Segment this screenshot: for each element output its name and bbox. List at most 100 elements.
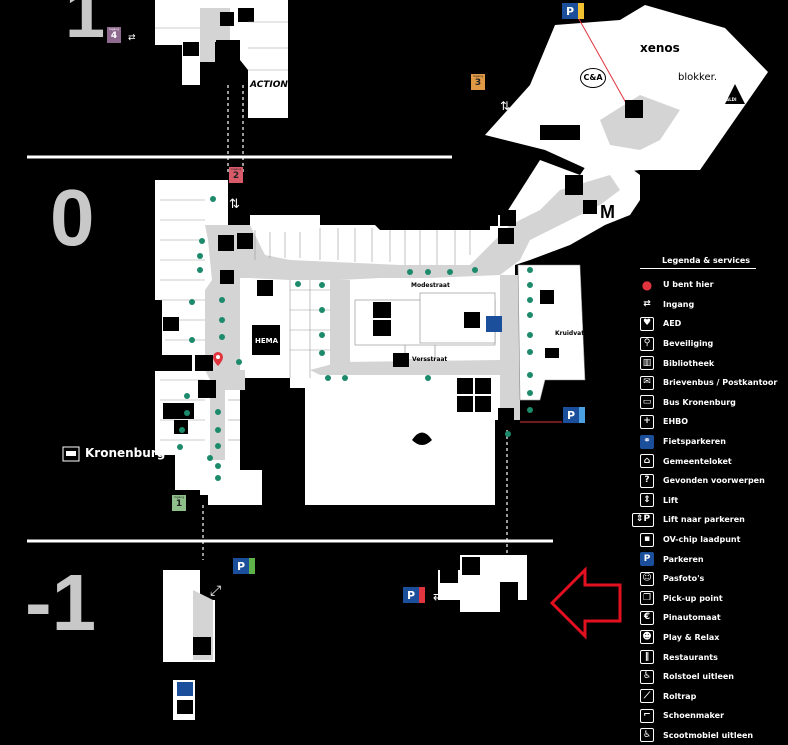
legend-item[interactable]: € Pinautomaat — [640, 608, 788, 628]
parking-badge-basement-west[interactable]: P — [233, 558, 255, 574]
atm-icon: € — [640, 610, 654, 625]
legend-label: Bus Kronenburg — [663, 397, 736, 407]
legend-label: Lift — [663, 495, 679, 505]
legend-item[interactable]: ⌂ Gemeenteloket — [640, 451, 788, 471]
legend-label: Pasfoto's — [663, 574, 705, 584]
legend-item[interactable]: ‖ Restaurants — [640, 647, 788, 667]
legend-item[interactable]: ⌐ Schoenmaker — [640, 706, 788, 726]
entrance-arrows-icon: ⇄ — [640, 297, 654, 312]
floor-1-east-wing: ⇅ — [485, 5, 768, 175]
legend-item[interactable]: ⚭Fietsparkeren — [640, 432, 788, 452]
bus-icon: ▭ — [640, 395, 654, 410]
legend-label: Bibliotheek — [663, 358, 715, 368]
floor-label-1: 1 — [65, 0, 106, 53]
aldi-logo — [725, 84, 745, 104]
legend-item[interactable]: ♿ Rolstoel uitleen — [640, 667, 788, 687]
parking-badge-north[interactable]: P — [562, 3, 584, 19]
legend-label: Gemeenteloket — [663, 456, 732, 466]
svg-text:⤢: ⤢ — [210, 583, 221, 599]
wheelchair-rental-icon: ♿ — [640, 669, 654, 684]
store-ca[interactable]: C&A — [580, 68, 606, 88]
floor-minus-1-plan: ⤢ ⇄ — [163, 555, 527, 720]
parking-badge-basement-east[interactable]: P — [403, 587, 425, 603]
legend-item[interactable]: + EHBO — [640, 412, 788, 432]
svg-text:⇄: ⇄ — [433, 589, 443, 603]
parking-icon: P — [562, 3, 578, 19]
legend-item[interactable]: ⇄ Ingang — [640, 295, 788, 315]
legend-label: Play & Relax — [663, 632, 720, 642]
store-action[interactable]: ACTION — [250, 80, 288, 90]
legend-label: EHBO — [663, 417, 689, 427]
parking-badge-east[interactable]: P — [563, 407, 585, 423]
legend-label: Rolstoel uitleen — [663, 672, 734, 682]
legend-label: Pinautomaat — [663, 613, 721, 623]
store-hm[interactable]: H&M — [550, 250, 588, 266]
legend-label: Restaurants — [663, 652, 718, 662]
legend-label: Scootmobiel uitleen — [663, 730, 754, 740]
store-hema[interactable]: HEMA — [255, 337, 279, 345]
store-blokker[interactable]: blokker. — [678, 72, 717, 83]
scooter-rental-icon: ♿ — [640, 728, 654, 743]
legend-label: AED — [663, 319, 682, 329]
library-icon: ▥ — [640, 356, 654, 371]
svg-text:⇅: ⇅ — [229, 197, 240, 212]
store-aldi[interactable]: ALDI — [726, 97, 737, 102]
legend-item[interactable]: ? Gevonden voorwerpen — [640, 471, 788, 491]
legend-label: Beveiliging — [663, 339, 714, 349]
legend-label: Gevonden voorwerpen — [663, 476, 765, 486]
entrance-caption: Ingang — [173, 495, 185, 499]
entrance-caption: Ingang — [472, 74, 484, 78]
legend-label: Ingang — [663, 299, 695, 309]
svg-text:⇅: ⇅ — [183, 477, 194, 492]
parking-icon: P — [403, 587, 419, 603]
aed-heart-icon: ♥ — [640, 316, 654, 331]
legend-item[interactable]: ▥ Bibliotheek — [640, 353, 788, 373]
parking-icon: P — [640, 552, 654, 567]
legend-label: Pick-up point — [663, 593, 723, 603]
restaurant-icon: ‖ — [640, 650, 654, 665]
legend-item[interactable]: ✉Brievenbus / Postkantoor — [640, 373, 788, 393]
albert-heijn-logo — [412, 432, 432, 445]
legend-item[interactable]: ▭ Bus Kronenburg — [640, 393, 788, 413]
kronenburg-bus-label[interactable]: Kronenburg — [85, 446, 166, 460]
legend-label: Schoenmaker — [663, 711, 725, 721]
shoemaker-icon: ⌐ — [640, 708, 654, 723]
entrance-number: 4 — [110, 31, 118, 41]
legend-item[interactable]: ♥ AED — [640, 314, 788, 334]
legend-item[interactable]: ☻Play & Relax — [640, 628, 788, 648]
elevator-icon: ⇕ — [640, 493, 654, 508]
lost-found-icon: ? — [640, 473, 654, 488]
mcdonalds-logo[interactable]: M — [600, 202, 615, 222]
store-kruidvat[interactable]: Kruidvat — [555, 330, 585, 337]
street-modestraat: Modestraat — [411, 282, 450, 289]
floor-1-plan: ⇄ — [128, 0, 288, 175]
legend-item[interactable]: ⇕ Lift — [640, 491, 788, 511]
legend-item[interactable]: ● U bent hier — [640, 275, 788, 295]
legend-title: Legenda & services — [640, 256, 756, 269]
legend-item[interactable]: ⚲Beveiliging — [640, 334, 788, 354]
legend-item[interactable]: ▪OV-chip laadpunt — [640, 530, 788, 550]
legend-item[interactable]: ♿ Scootmobiel uitleen — [640, 726, 788, 745]
legend-label: U bent hier — [663, 280, 714, 290]
legend-item[interactable]: ☺ Pasfoto's — [640, 569, 788, 589]
legend-item[interactable]: ❐Pick-up point — [640, 589, 788, 609]
escalator-icon: ⟋ — [640, 689, 654, 704]
location-pin-icon: ● — [640, 277, 654, 292]
legend-item[interactable]: ⟋Roltrap — [640, 686, 788, 706]
municipality-icon: ⌂ — [640, 454, 654, 469]
parking-icon: P — [563, 407, 579, 423]
street-versstraat: Versstraat — [412, 356, 448, 363]
mailbox-icon: ✉ — [640, 375, 654, 390]
svg-text:⇄: ⇄ — [128, 33, 136, 43]
store-xenos[interactable]: xenos — [640, 41, 680, 55]
photo-booth-icon: ☺ — [640, 571, 654, 586]
legend-label: Fietsparkeren — [663, 437, 726, 447]
svg-text:⇅: ⇅ — [500, 99, 510, 113]
first-aid-icon: + — [640, 414, 654, 429]
